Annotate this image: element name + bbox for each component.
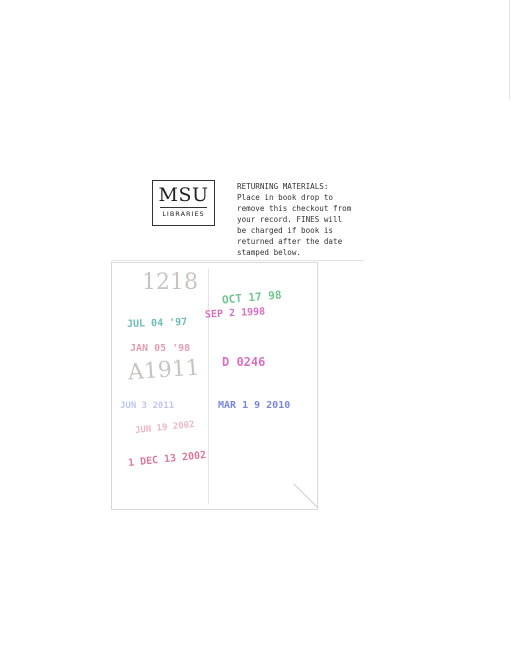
logo-subtitle: LIBRARIES <box>162 210 205 218</box>
msu-libraries-logo: MSU LIBRARIES <box>152 180 215 226</box>
logo-name: MSU <box>158 184 209 206</box>
due-date-stamp: D 0246 <box>222 355 266 369</box>
scan-edge-line <box>509 0 510 100</box>
handwritten-mark-top: 1218 <box>142 270 198 295</box>
due-date-stamp: JUN 3 2011 <box>120 401 175 411</box>
due-date-stamp: JAN 05 '98 <box>130 343 191 354</box>
logo-rule <box>160 207 207 208</box>
card-top-rule <box>111 260 364 261</box>
returning-materials-notice: RETURNING MATERIALS: Place in book drop … <box>237 182 352 257</box>
slip-column-divider <box>208 268 209 504</box>
date-due-slip <box>111 262 318 510</box>
due-date-stamp: MAR 1 9 2010 <box>218 400 291 411</box>
slip-corner-fold <box>293 483 319 509</box>
due-date-stamp: JUL 04 '97 <box>126 316 188 331</box>
handwritten-mark-middle: A1911 <box>127 355 201 386</box>
